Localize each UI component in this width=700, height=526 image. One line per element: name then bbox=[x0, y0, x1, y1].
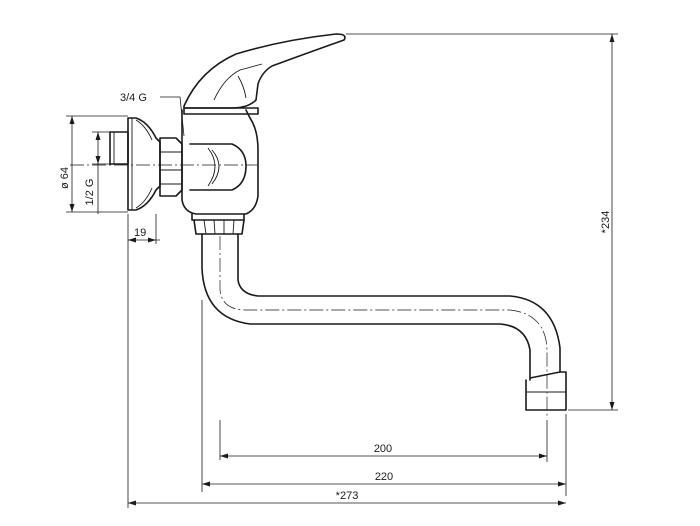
label-spout-reach-inner: 200 bbox=[374, 443, 392, 455]
dimension-lines bbox=[66, 33, 618, 508]
lever-handle bbox=[183, 33, 346, 115]
label-rosette-depth: 19 bbox=[134, 227, 146, 239]
label-connection-thread: 3/4 G bbox=[120, 92, 147, 104]
label-rosette-diameter: ø 64 bbox=[59, 167, 71, 189]
label-spout-reach-outer: 220 bbox=[375, 471, 393, 483]
label-overall-length: *273 bbox=[336, 490, 359, 502]
label-inlet-thread: 1/2 G bbox=[84, 179, 96, 206]
spout bbox=[201, 233, 567, 411]
wall-connector bbox=[109, 117, 161, 211]
center-lines bbox=[70, 164, 548, 418]
hex-nut bbox=[159, 137, 183, 197]
label-height: *234 bbox=[600, 211, 612, 234]
mixer-body bbox=[181, 109, 259, 235]
